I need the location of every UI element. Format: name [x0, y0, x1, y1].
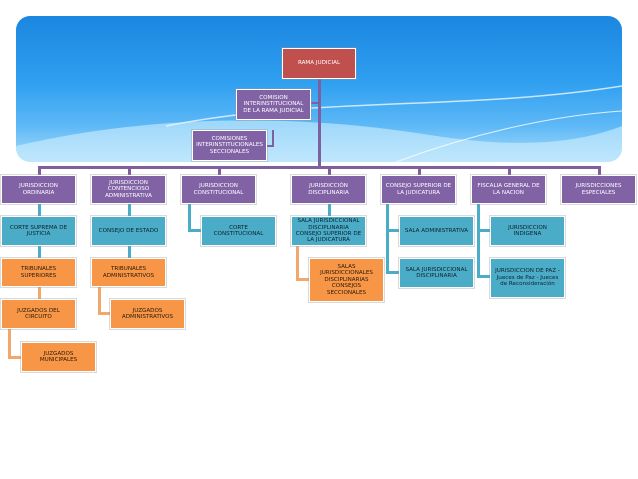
node-jurisdiccion-indigena: JURISDICCION INDIGENA [490, 216, 565, 246]
connector-col4-b [296, 245, 299, 280]
node-juzgados-circuito: JUZGADOS DEL CIRCUITO [1, 299, 76, 329]
node-jurisdiccion-constitucional: JURISDICCION CONSTITUCIONAL [181, 175, 256, 204]
connector-col1-c [38, 286, 41, 300]
node-salas-seccionales: SALAS JURISDICCIONALES DISCIPLINARIAS CO… [309, 258, 384, 302]
connector-col3-b [188, 229, 202, 232]
node-jurisdiccion-ordinaria: JURISDICCION ORDINARIA [1, 175, 76, 204]
node-sala-jurisdiccional-disciplinaria: SALA JURISDICCIONAL DISCIPLINARIA [399, 258, 474, 288]
node-consejo-de-estado: CONSEJO DE ESTADO [91, 216, 166, 246]
connector-comisiones-v [272, 130, 274, 147]
connector-col4-a [328, 203, 331, 217]
connector-drop-6 [508, 166, 511, 176]
connector-drop-1 [38, 166, 41, 176]
node-juzgados-administrativos: JUZGADOS ADMINISTRATIVOS [110, 299, 185, 329]
connector-root-trunk [318, 78, 321, 168]
connector-col3-a [188, 203, 191, 231]
connector-col1-b [38, 245, 41, 259]
node-jurisdicciones-especiales: JURISDICCIONES ESPECIALES [561, 175, 636, 204]
node-jurisdiccion-disciplinaria: JURISDICCIÓN DISCIPLINARIA [291, 175, 366, 204]
connector-drop-3 [218, 166, 221, 176]
node-comisiones-seccionales: COMISIONES INTERINSTITUCIONALES SECCIONA… [192, 130, 267, 161]
node-consejo-superior: CONSEJO SUPERIOR DE LA JUDICATURA [381, 175, 456, 204]
connector-col1-a [38, 203, 41, 217]
node-corte-constitucional: CORTE CONSTITUCIONAL [201, 216, 276, 246]
connector-col5-b [386, 229, 400, 232]
connector-col6-b [477, 229, 491, 232]
connector-col2-a [128, 203, 131, 217]
node-fiscalia-general: FISCALIA GENERAL DE LA NACION [471, 175, 546, 204]
connector-col5-c [386, 271, 400, 274]
node-comision-interinstitucional: COMISION INTERINSTITUCIONAL DE LA RAMA J… [236, 89, 311, 120]
connector-comision [310, 102, 319, 104]
connector-drop-2 [128, 166, 131, 176]
node-juzgados-municipales: JUZGADOS MUNICIPALES [21, 342, 96, 372]
connector-col6-a [477, 203, 480, 277]
connector-col2-c [98, 286, 101, 314]
connector-drop-5 [418, 166, 421, 176]
connector-col2-d [98, 312, 111, 315]
node-tribunales-superiores: TRIBUNALES SUPERIORES [1, 258, 76, 287]
connector-col1-d [8, 328, 11, 358]
connector-col4-c [296, 278, 310, 281]
node-rama-judicial: RAMA JUDICIAL [282, 48, 356, 79]
connector-horizontal-bus [38, 166, 600, 169]
connector-col2-b [128, 245, 131, 259]
connector-comisiones [266, 145, 274, 147]
node-tribunales-administrativos: TRIBUNALES ADMINISTRATIVOS [91, 258, 166, 287]
connector-col6-c [477, 275, 491, 278]
node-sala-administrativa: SALA ADMINISTRATIVA [399, 216, 474, 246]
connector-col5-a [386, 203, 389, 273]
connector-drop-7 [598, 166, 601, 176]
connector-drop-4 [328, 166, 331, 176]
node-sala-jurisdiccional-disciplinaria-consejo: SALA JURISDICCIONAL DISCIPLINARIA CONSEJ… [291, 216, 366, 246]
connector-col1-e [8, 356, 22, 359]
node-corte-suprema: CORTE SUPREMA DE JUSTICIA [1, 216, 76, 246]
node-jurisdiccion-contencioso: JURISDICCION CONTENCIOSO ADMINISTRATIVA [91, 175, 166, 204]
node-jurisdiccion-de-paz: JURISDICCION DE PAZ - Jueces de Paz - Ju… [490, 258, 565, 298]
